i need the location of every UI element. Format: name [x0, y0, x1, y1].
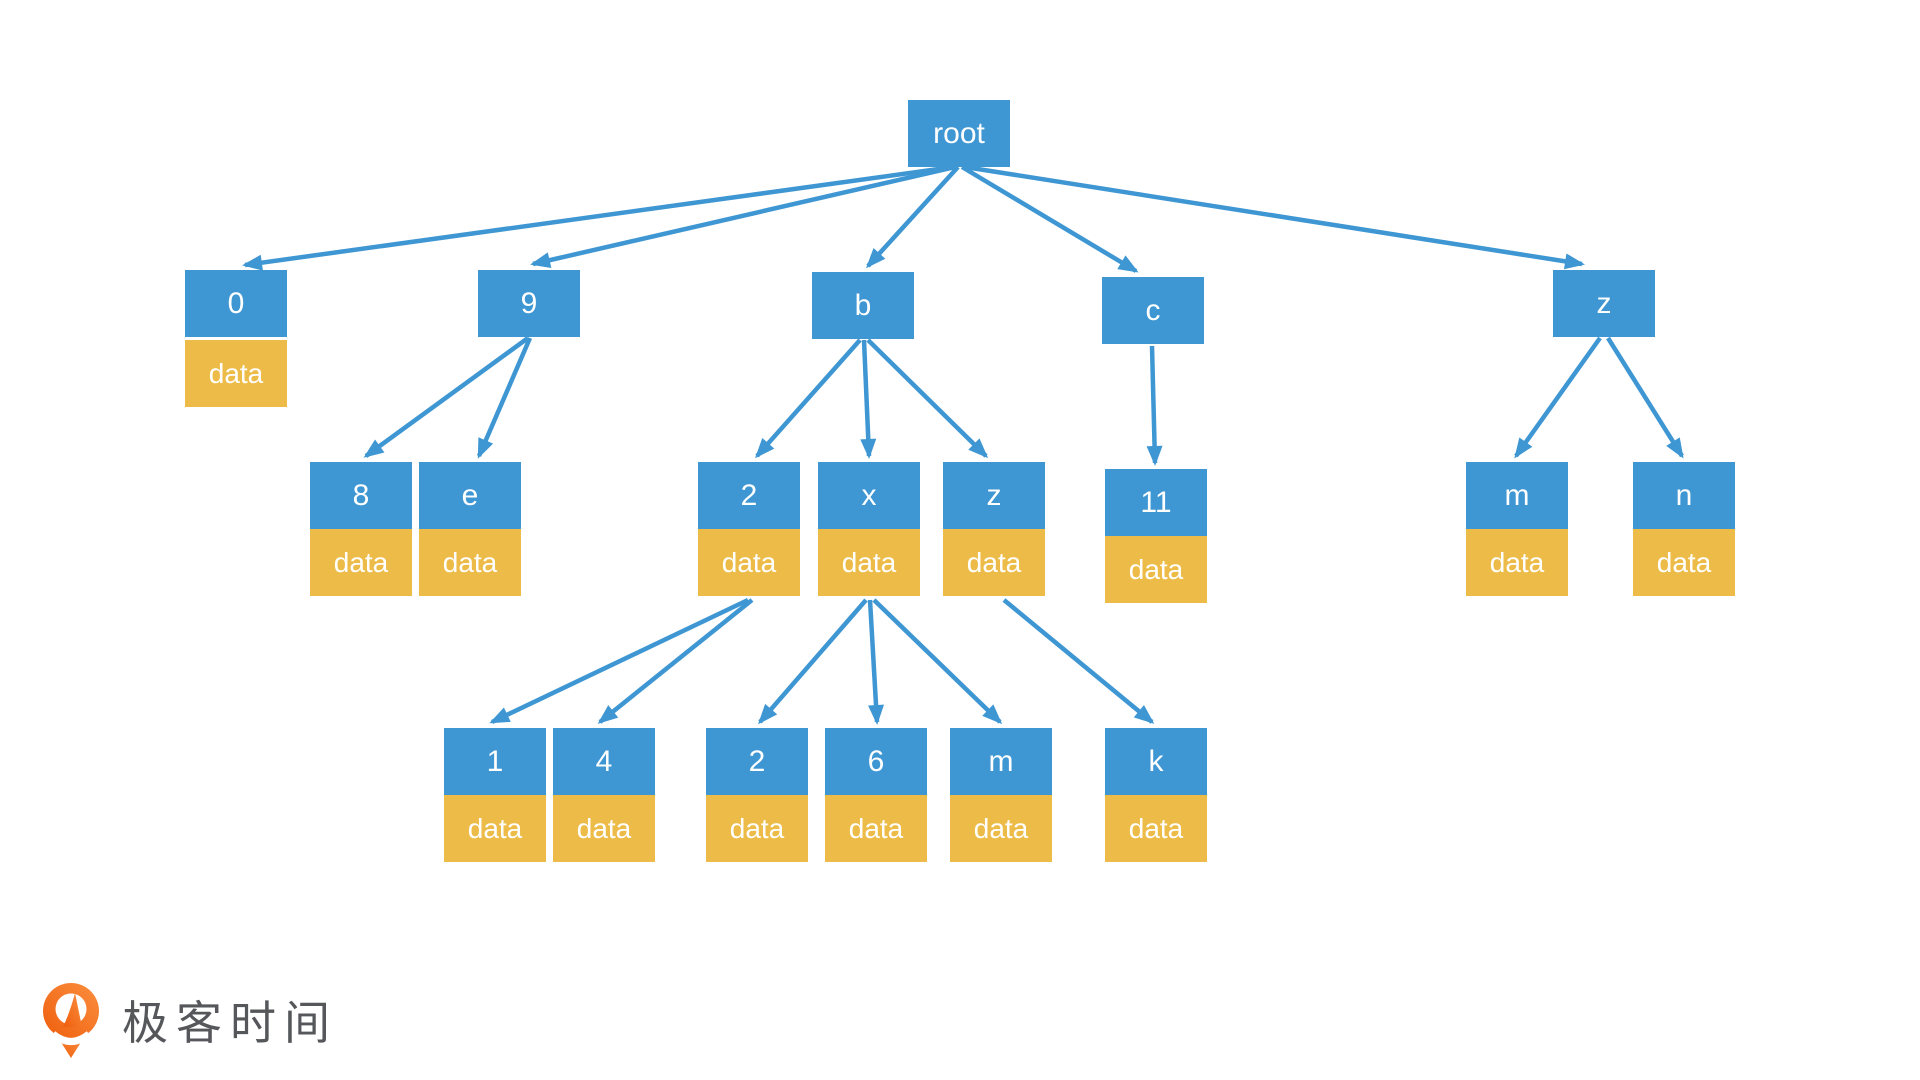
- edge-z-m: [1514, 336, 1602, 459]
- geektime-logo-text: 极客时间: [122, 997, 338, 1049]
- node-key-label: m: [1466, 462, 1568, 529]
- node-data-box: data: [185, 340, 287, 407]
- node-key-label: 2: [698, 462, 800, 529]
- edge-b-z2: [866, 338, 989, 459]
- edge-root-c: [960, 165, 1139, 273]
- trie-node-z: z: [1553, 270, 1655, 337]
- node-key-label: 1: [444, 728, 546, 795]
- edge-b-x: [860, 339, 877, 459]
- trie-node-9: 9: [478, 270, 580, 337]
- node-data-box: data: [310, 529, 412, 596]
- node-data-box: data: [444, 795, 546, 862]
- node-key-label: 8: [310, 462, 412, 529]
- node-key-label: c: [1102, 277, 1204, 344]
- edge-2-1: [489, 597, 749, 725]
- node-data-box: data: [419, 529, 521, 596]
- edge-x-2b: [758, 598, 868, 725]
- edge-root-0: [242, 164, 954, 271]
- node-data-box: data: [943, 529, 1045, 596]
- node-key-label: z: [1553, 270, 1655, 337]
- node-data-box: data: [1105, 795, 1207, 862]
- node-data-box: data: [1466, 529, 1568, 596]
- edge-root-b: [865, 165, 960, 269]
- edge-x-6: [867, 599, 885, 725]
- geektime-logo-icon: [43, 983, 99, 1058]
- trie-node-root: root: [908, 100, 1010, 167]
- edge-z-n: [1606, 336, 1684, 459]
- trie-node-b: b: [812, 272, 914, 339]
- edge-b-2: [755, 338, 862, 459]
- node-key-label: e: [419, 462, 521, 529]
- node-key-label: b: [812, 272, 914, 339]
- edge-x-m2: [872, 598, 1003, 725]
- node-key-label: k: [1105, 728, 1207, 795]
- node-data-box: data: [706, 795, 808, 862]
- edge-9-8: [363, 336, 530, 458]
- node-data-box: data: [950, 795, 1052, 862]
- node-data-box: data: [1105, 536, 1207, 603]
- edge-c-11: [1146, 345, 1163, 466]
- node-key-label: n: [1633, 462, 1735, 529]
- edge-root-z: [964, 164, 1585, 270]
- node-key-label: root: [908, 100, 1010, 167]
- node-data-box: data: [825, 795, 927, 862]
- node-data-box: data: [818, 529, 920, 596]
- node-key-label: 9: [478, 270, 580, 337]
- node-key-label: z: [943, 462, 1045, 529]
- node-key-label: 0: [185, 270, 287, 337]
- geektime-logo: 极客时间: [42, 982, 338, 1058]
- trie-node-c: c: [1102, 277, 1204, 344]
- edge-9-e: [476, 337, 533, 459]
- node-key-label: 4: [553, 728, 655, 795]
- node-key-label: 11: [1105, 469, 1207, 536]
- node-key-label: m: [950, 728, 1052, 795]
- edge-z2-k: [1002, 598, 1155, 724]
- node-key-label: 6: [825, 728, 927, 795]
- node-data-box: data: [698, 529, 800, 596]
- node-data-box: data: [1633, 529, 1735, 596]
- node-key-label: 2: [706, 728, 808, 795]
- edge-2-4: [597, 598, 754, 724]
- node-key-label: x: [818, 462, 920, 529]
- edge-root-9: [530, 164, 956, 268]
- node-data-box: data: [553, 795, 655, 862]
